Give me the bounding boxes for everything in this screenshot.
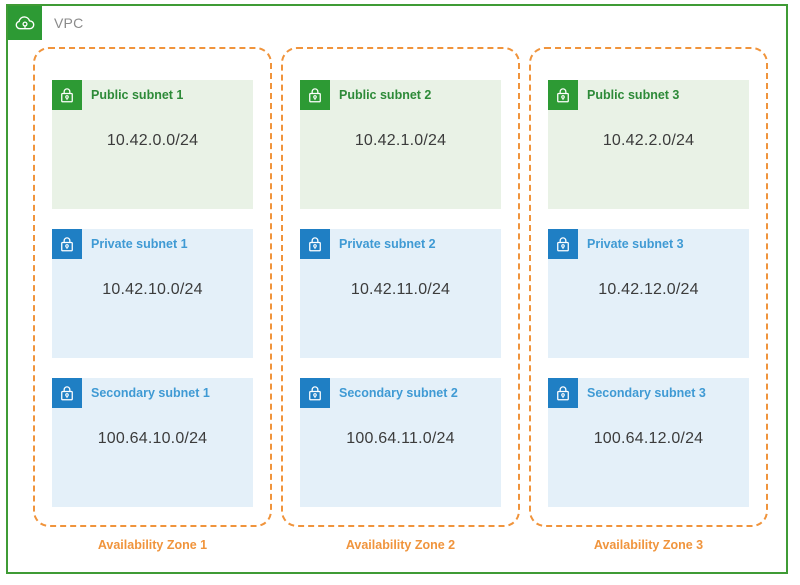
availability-zone-1-label: Availability Zone 1 bbox=[97, 538, 208, 552]
subnet-card-secondary-3: Secondary subnet 3 100.64.12.0/24 bbox=[548, 378, 749, 507]
subnet-cidr: 100.64.11.0/24 bbox=[346, 430, 455, 447]
lock-icon bbox=[52, 378, 82, 408]
subnet-header: Private subnet 2 bbox=[300, 229, 501, 259]
subnet-header: Secondary subnet 1 bbox=[52, 378, 253, 408]
subnet-cidr: 10.42.12.0/24 bbox=[598, 281, 699, 298]
subnet-header: Public subnet 3 bbox=[548, 80, 749, 110]
lock-icon bbox=[548, 80, 578, 110]
subnet-card-private-2: Private subnet 2 10.42.11.0/24 bbox=[300, 229, 501, 358]
lock-icon bbox=[300, 229, 330, 259]
subnet-header: Private subnet 3 bbox=[548, 229, 749, 259]
subnet-name: Private subnet 1 bbox=[91, 237, 188, 251]
subnet-card-secondary-2: Secondary subnet 2 100.64.11.0/24 bbox=[300, 378, 501, 507]
subnet-name: Secondary subnet 1 bbox=[91, 386, 210, 400]
subnet-cidr: 100.64.12.0/24 bbox=[593, 430, 704, 447]
subnet-name: Secondary subnet 3 bbox=[587, 386, 706, 400]
subnet-name: Private subnet 3 bbox=[587, 237, 684, 251]
subnet-cidr: 10.42.10.0/24 bbox=[102, 281, 203, 298]
lock-icon bbox=[548, 229, 578, 259]
vpc-container bbox=[6, 4, 788, 574]
vpc-title: VPC bbox=[54, 15, 84, 31]
subnet-card-public-1: Public subnet 1 10.42.0.0/24 bbox=[52, 80, 253, 209]
subnet-name: Public subnet 1 bbox=[91, 88, 184, 102]
lock-icon bbox=[548, 378, 578, 408]
subnet-card-private-3: Private subnet 3 10.42.12.0/24 bbox=[548, 229, 749, 358]
subnet-name: Private subnet 2 bbox=[339, 237, 436, 251]
lock-icon bbox=[300, 378, 330, 408]
subnet-card-private-1: Private subnet 1 10.42.10.0/24 bbox=[52, 229, 253, 358]
subnet-name: Secondary subnet 2 bbox=[339, 386, 458, 400]
lock-icon bbox=[52, 80, 82, 110]
vpc-header: VPC bbox=[8, 6, 83, 40]
availability-zone-2 bbox=[281, 47, 520, 527]
subnet-header: Secondary subnet 2 bbox=[300, 378, 501, 408]
subnet-cidr: 10.42.0.0/24 bbox=[106, 132, 199, 149]
subnet-cidr: 10.42.1.0/24 bbox=[354, 132, 447, 149]
subnet-name: Public subnet 3 bbox=[587, 88, 680, 102]
subnet-header: Public subnet 1 bbox=[52, 80, 253, 110]
subnet-name: Public subnet 2 bbox=[339, 88, 432, 102]
availability-zone-3-label: Availability Zone 3 bbox=[593, 538, 704, 552]
subnet-cidr: 100.64.10.0/24 bbox=[97, 430, 208, 447]
subnet-cidr: 10.42.2.0/24 bbox=[602, 132, 695, 149]
lock-icon bbox=[52, 229, 82, 259]
subnet-header: Private subnet 1 bbox=[52, 229, 253, 259]
subnet-card-secondary-1: Secondary subnet 1 100.64.10.0/24 bbox=[52, 378, 253, 507]
subnet-card-public-2: Public subnet 2 10.42.1.0/24 bbox=[300, 80, 501, 209]
availability-zone-1 bbox=[33, 47, 272, 527]
lock-icon bbox=[300, 80, 330, 110]
availability-zone-3 bbox=[529, 47, 768, 527]
vpc-cloud-icon bbox=[8, 6, 42, 40]
subnet-card-public-3: Public subnet 3 10.42.2.0/24 bbox=[548, 80, 749, 209]
subnet-header: Secondary subnet 3 bbox=[548, 378, 749, 408]
subnet-header: Public subnet 2 bbox=[300, 80, 501, 110]
availability-zone-2-label: Availability Zone 2 bbox=[345, 538, 456, 552]
subnet-cidr: 10.42.11.0/24 bbox=[350, 281, 451, 298]
